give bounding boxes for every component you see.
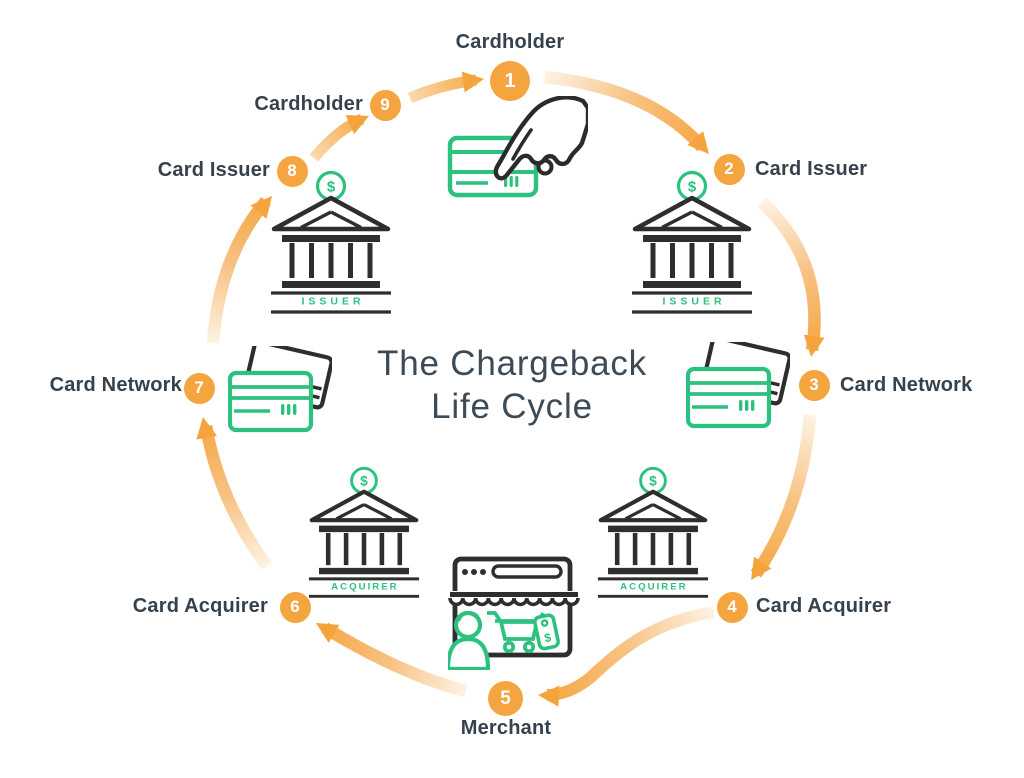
hand-card-icon	[447, 96, 588, 198]
dollar-sign: $	[360, 474, 368, 489]
bank-issuer-right-icon: $ ISSUER	[632, 170, 752, 314]
diagram-title: The Chargeback Life Cycle	[310, 342, 714, 428]
arrow-7-to-8	[206, 196, 271, 344]
step-1-badge: 1	[490, 61, 530, 101]
step-8-badge: 8	[276, 155, 308, 187]
bank-name-label: ISSUER	[301, 296, 364, 308]
step-9-badge: 9	[369, 89, 401, 121]
price-tag-icon: $	[533, 613, 560, 651]
hand-outline	[493, 96, 588, 181]
bank-acquirer-left-icon: $ ACQUIRER	[308, 466, 420, 598]
bank-acquirer-right-icon: $ ACQUIRER	[597, 466, 709, 598]
arrow-5-to-6	[321, 622, 468, 698]
card-chip-dots	[739, 400, 755, 411]
bank-name-label: ACQUIRER	[331, 581, 399, 592]
step-4-card-acquirer-label: Card Acquirer	[756, 595, 892, 617]
step-8-card-issuer-label: Card Issuer	[157, 159, 270, 181]
bank-name-label: ISSUER	[662, 296, 725, 308]
cards-network-left-icon	[228, 346, 332, 433]
cards-network-right-icon	[686, 342, 790, 429]
bank-issuer-left-icon: $ ISSUER	[271, 170, 391, 314]
dollar-sign: $	[688, 179, 697, 196]
dollar-sign: $	[327, 179, 336, 196]
dollar-sign: $	[649, 474, 657, 489]
step-3-card-network-label: Card Network	[840, 374, 973, 396]
step-9-cardholder-label: Cardholder	[254, 93, 363, 115]
step-5-badge: 5	[488, 681, 523, 716]
arrow-4-to-5	[546, 606, 715, 701]
card-chip-dots	[281, 404, 297, 415]
tag-dollar-sign: $	[543, 630, 553, 645]
arrow-heads	[196, 71, 825, 707]
step-2-card-issuer-label: Card Issuer	[755, 158, 868, 180]
step-2-badge: 2	[713, 153, 745, 185]
storefront-merchant-icon: $	[448, 556, 580, 670]
diagram-title-line1: The Chargeback	[377, 344, 647, 383]
step-5-merchant-label: Merchant	[460, 717, 552, 739]
arrow-6-to-7	[199, 424, 273, 570]
arrow-2-to-3	[757, 197, 821, 351]
step-7-badge: 7	[183, 372, 215, 404]
step-6-badge: 6	[279, 591, 311, 623]
diagram-title-line2: Life Cycle	[431, 387, 593, 426]
step-6-card-acquirer-label: Card Acquirer	[132, 595, 268, 617]
awning-scallops	[448, 597, 580, 607]
arrow-1-to-2	[544, 70, 707, 152]
person-icon	[448, 610, 491, 670]
bank-name-label: ACQUIRER	[620, 581, 688, 592]
step-3-badge: 3	[798, 369, 830, 401]
browser-dots	[462, 569, 486, 575]
step-4-badge: 4	[716, 591, 748, 623]
browser-bar	[491, 564, 563, 579]
step-7-card-network-label: Card Network	[49, 374, 182, 396]
step-1-cardholder-label: Cardholder	[455, 31, 565, 53]
arrow-3-to-4	[750, 414, 817, 578]
